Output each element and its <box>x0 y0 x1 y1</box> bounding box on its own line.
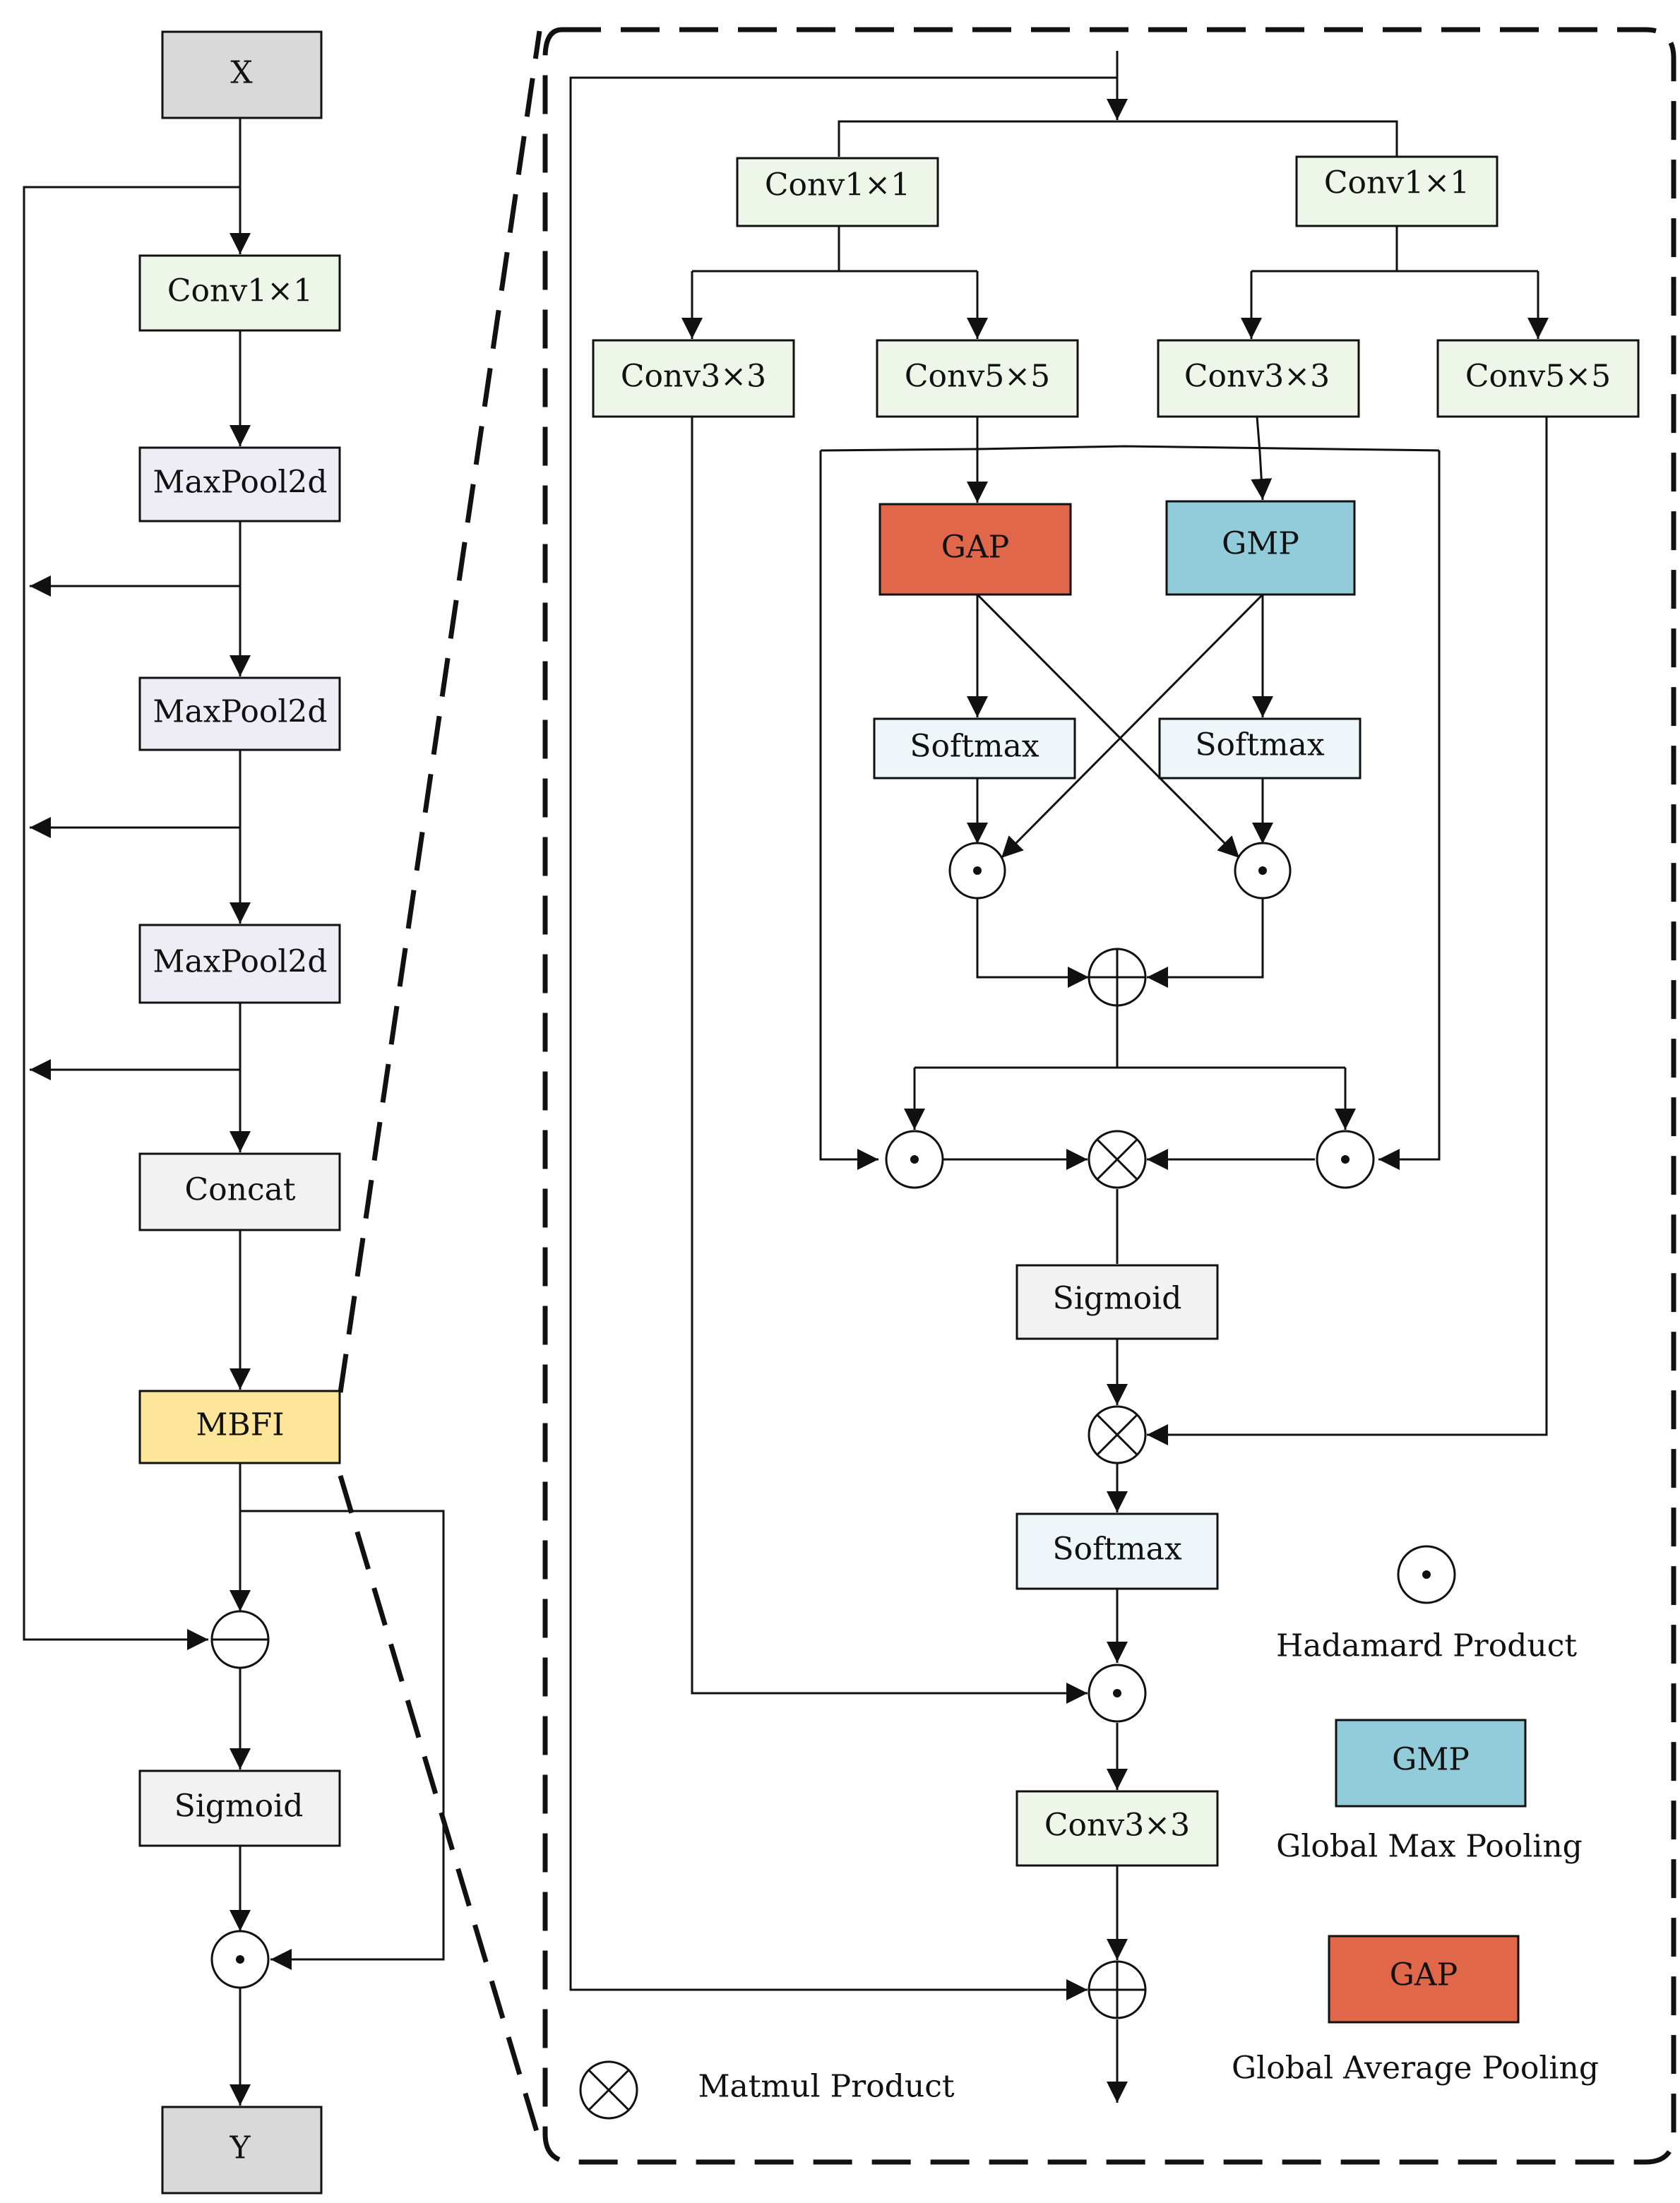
box-conv3-b-label: Conv3×3 <box>1184 359 1330 395</box>
box-maxpool-3: MaxPool2d <box>138 924 341 1004</box>
box-conv5-b-label: Conv5×5 <box>1465 359 1611 395</box>
legend-gmp-box-label: GMP <box>1392 1742 1470 1778</box>
box-mbfi-label: MBFI <box>196 1407 284 1443</box>
box-concat-label: Concat <box>184 1172 295 1208</box>
subtract-icon <box>210 1610 270 1669</box>
box-sigmoid-mbfi: Sigmoid <box>1015 1264 1219 1340</box>
connector-lines <box>23 51 1549 2106</box>
box-conv3-out-label: Conv3×3 <box>1044 1808 1190 1844</box>
box-softmax-c-label: Softmax <box>1052 1532 1182 1568</box>
box-conv1-a: Conv1×1 <box>736 157 939 227</box>
matmul-product-icon <box>1088 1405 1147 1464</box>
legend-gap-swatch <box>1328 1935 1520 2024</box>
box-conv1-b-label: Conv1×1 <box>1324 165 1470 201</box>
legend: Hadamard Product GMP Global Max Pooling … <box>579 1545 1599 2120</box>
box-conv1-left: Conv1×1 <box>138 254 341 332</box>
box-maxpool-2: MaxPool2d <box>138 676 341 751</box>
legend-gmp-swatch <box>1335 1719 1527 1808</box>
hadamard-product-icon <box>1234 842 1292 900</box>
box-softmax-a: Softmax <box>873 717 1076 780</box>
add-icon <box>1088 1960 1147 2019</box>
box-concat: Concat <box>138 1152 341 1231</box>
hadamard-product-icon <box>1397 1545 1456 1604</box>
box-conv3-a-label: Conv3×3 <box>621 359 766 395</box>
box-softmax-a-label: Softmax <box>910 729 1039 765</box>
legend-gap-box-label: GAP <box>1390 1957 1458 1993</box>
box-maxpool-1: MaxPool2d <box>138 446 341 523</box>
legend-matmul-label: Matmul Product <box>698 2069 954 2105</box>
box-gmp: GMP <box>1165 500 1356 596</box>
box-x: X <box>161 30 323 119</box>
legend-gap-label: Global Average Pooling <box>1232 2050 1599 2086</box>
box-maxpool-2-label: MaxPool2d <box>153 694 327 730</box>
hadamard-product-icon <box>1088 1664 1147 1723</box>
box-mbfi: MBFI <box>138 1390 341 1464</box>
box-conv3-out: Conv3×3 <box>1015 1790 1219 1867</box>
legend-hadamard-label: Hadamard Product <box>1276 1628 1577 1664</box>
box-maxpool-3-label: MaxPool2d <box>153 944 327 980</box>
legend-gmp-label: Global Max Pooling <box>1276 1829 1583 1865</box>
box-softmax-b-label: Softmax <box>1195 727 1325 763</box>
box-conv1-b: Conv1×1 <box>1295 155 1499 227</box>
hadamard-product-icon <box>948 842 1006 900</box>
box-conv1-a-label: Conv1×1 <box>765 167 910 203</box>
box-conv5-b: Conv5×5 <box>1436 339 1640 418</box>
add-icon <box>1088 948 1147 1007</box>
box-maxpool-1-label: MaxPool2d <box>153 465 327 501</box>
box-x-label: X <box>230 55 253 91</box>
box-gap: GAP <box>878 503 1072 596</box>
box-sigmoid-left-label: Sigmoid <box>174 1789 304 1825</box>
box-conv3-b: Conv3×3 <box>1157 339 1360 418</box>
box-y-label: Y <box>229 2130 251 2166</box>
box-softmax-b: Softmax <box>1158 717 1362 780</box>
box-softmax-c: Softmax <box>1015 1512 1219 1590</box>
box-gap-label: GAP <box>941 530 1010 566</box>
box-conv3-a: Conv3×3 <box>592 339 795 418</box>
box-sigmoid-left: Sigmoid <box>138 1769 341 1847</box>
box-conv5-a: Conv5×5 <box>876 339 1079 418</box>
matmul-product-icon <box>1088 1130 1147 1189</box>
box-gmp-label: GMP <box>1222 526 1299 562</box>
hadamard-product-icon <box>1316 1130 1375 1189</box>
box-conv5-a-label: Conv5×5 <box>905 359 1050 395</box>
box-y: Y <box>161 2106 323 2195</box>
matmul-product-icon <box>579 2060 638 2120</box>
hadamard-product-icon <box>885 1130 944 1189</box>
box-sigmoid-mbfi-label: Sigmoid <box>1053 1281 1182 1317</box>
hadamard-product-icon <box>210 1930 270 1989</box>
mbfi-panel-frame <box>338 27 1676 2165</box>
box-conv1-left-label: Conv1×1 <box>167 273 313 309</box>
